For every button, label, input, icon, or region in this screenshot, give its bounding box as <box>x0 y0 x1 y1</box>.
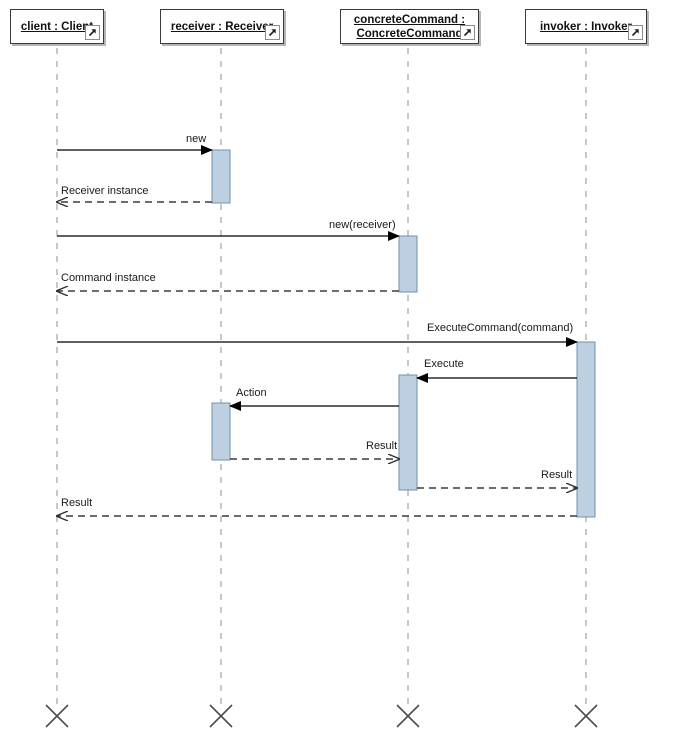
lifeline-header-label-client: client : Client <box>20 20 94 33</box>
message-label-m2: Receiver instance <box>61 185 149 197</box>
lifeline-header-client[interactable]: client : Client <box>10 9 104 44</box>
destruction-marker-client <box>45 704 69 728</box>
open-diagram-arrow-icon[interactable] <box>628 25 643 40</box>
lifeline-header-label-receiver: receiver : Receiver <box>170 20 274 33</box>
lifeline-header-receiver[interactable]: receiver : Receiver <box>160 9 284 44</box>
lifeline-destruction-markers <box>45 704 598 728</box>
open-diagram-arrow-icon[interactable] <box>460 25 475 40</box>
message-label-m7: Action <box>236 387 267 399</box>
activation-bar-receiver <box>211 149 231 204</box>
destruction-marker-receiver <box>209 704 233 728</box>
message-label-m1: new <box>186 133 207 145</box>
message-label-m3: new(receiver) <box>329 219 396 231</box>
message-label-m6: Execute <box>424 358 464 370</box>
lifeline-header-label-concreteCommand: concreteCommand : ConcreteCommand <box>353 13 466 40</box>
message-label-m5: ExecuteCommand(command) <box>427 322 574 334</box>
message-label-m9: Result <box>541 469 573 481</box>
activation-bar-concreteCommand <box>398 235 418 293</box>
activation-bar-concreteCommand <box>398 374 418 491</box>
activation-bar-receiver <box>211 402 231 461</box>
lifeline-header-invoker[interactable]: invoker : Invoker <box>525 9 647 44</box>
activation-bar-invoker <box>576 341 596 518</box>
lifeline-header-label-invoker: invoker : Invoker <box>539 20 633 33</box>
message-label-m8: Result <box>366 440 398 452</box>
lifelines-group <box>56 48 587 706</box>
open-diagram-arrow-icon[interactable] <box>85 25 100 40</box>
open-diagram-arrow-icon[interactable] <box>265 25 280 40</box>
message-label-m10: Result <box>61 497 93 509</box>
activations-group <box>211 149 596 518</box>
messages-group <box>57 145 578 516</box>
destruction-marker-concreteCommand <box>396 704 420 728</box>
message-label-m4: Command instance <box>61 272 156 284</box>
lifeline-header-concreteCommand[interactable]: concreteCommand : ConcreteCommand <box>340 9 479 44</box>
destruction-marker-invoker <box>574 704 598 728</box>
